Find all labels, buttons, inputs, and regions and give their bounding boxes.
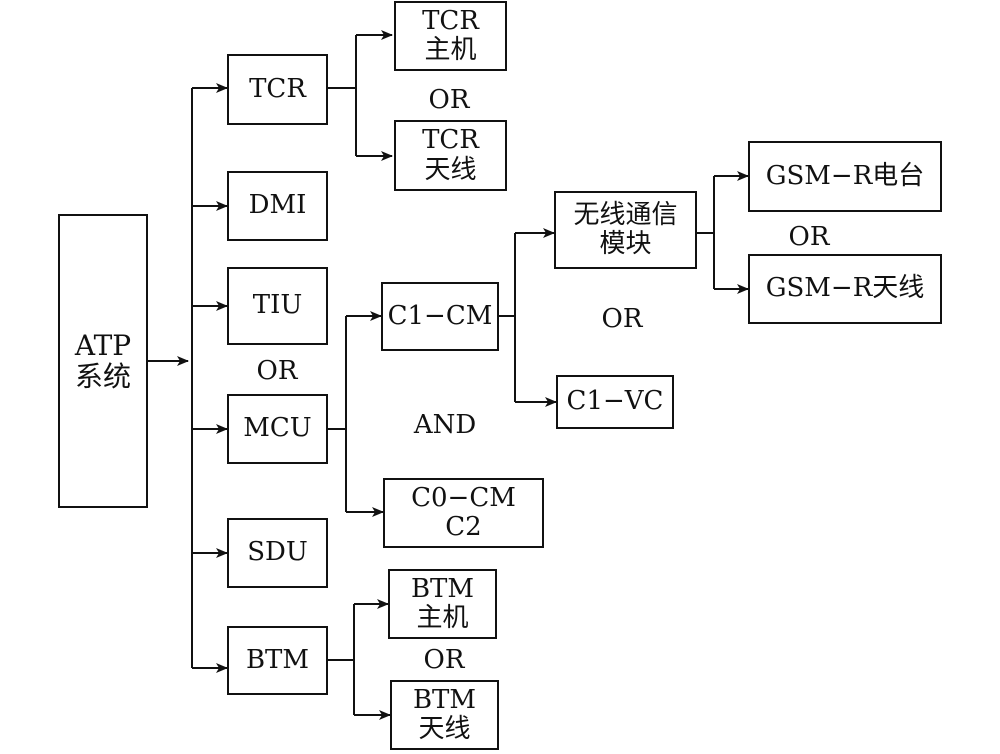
gsmr-antenna-box: GSM−R天线 [748, 254, 942, 324]
btm-antenna-line2: 天线 [418, 714, 471, 744]
c1-cm-box: C1−CM [381, 282, 499, 351]
c0-cm-line2: C2 [445, 512, 482, 542]
btm-label: BTM [245, 644, 310, 675]
c1-vc-box: C1−VC [556, 375, 674, 429]
c1-cm-label: C1−CM [387, 300, 493, 331]
tcr-antenna-line2: 天线 [424, 154, 477, 185]
btm-host-line2: 主机 [416, 603, 469, 633]
btm-antenna-box: BTM 天线 [390, 680, 499, 750]
or-label-btm: OR [423, 645, 465, 675]
tcr-host-line1: TCR [422, 5, 479, 36]
wireless-line2: 模块 [599, 229, 652, 259]
btm-host-line1: BTM [410, 573, 475, 604]
or-label-c1: OR [601, 304, 643, 334]
btm-box: BTM [227, 626, 328, 695]
or-label-tcr: OR [428, 85, 470, 115]
dmi-label: DMI [248, 190, 307, 221]
gsmr-radio-label: GSM−R电台 [765, 160, 925, 191]
c1-vc-label: C1−VC [566, 386, 664, 417]
tcr-label: TCR [249, 73, 306, 104]
mcu-label: MCU [243, 413, 312, 444]
c0-cm-c2-box: C0−CM C2 [383, 478, 544, 548]
gsmr-radio-box: GSM−R电台 [748, 141, 942, 212]
tiu-box: TIU [227, 267, 328, 345]
atp-label-line1: ATP [74, 328, 132, 362]
tiu-label: TIU [252, 290, 303, 321]
tcr-box: TCR [227, 54, 328, 125]
gsmr-antenna-label: GSM−R天线 [765, 273, 925, 304]
tcr-antenna-box: TCR 天线 [394, 120, 507, 191]
btm-antenna-line1: BTM [412, 684, 477, 715]
or-label-tiu-mcu: OR [256, 356, 298, 386]
tcr-antenna-line1: TCR [422, 125, 479, 156]
atp-system-box: ATP 系统 [58, 214, 148, 508]
btm-host-box: BTM 主机 [388, 569, 497, 639]
tcr-host-box: TCR 主机 [394, 1, 507, 71]
sdu-label: SDU [247, 537, 308, 568]
dmi-box: DMI [227, 171, 328, 241]
atp-label-line2: 系统 [74, 360, 131, 393]
sdu-box: SDU [227, 518, 328, 588]
and-label-mcu: AND [413, 410, 477, 440]
wireless-module-box: 无线通信 模块 [554, 191, 697, 269]
tcr-host-line2: 主机 [424, 35, 477, 65]
mcu-box: MCU [227, 394, 328, 464]
c0-cm-line1: C0−CM [411, 482, 516, 513]
wireless-line1: 无线通信 [573, 199, 678, 230]
or-label-gsmr: OR [788, 222, 830, 252]
